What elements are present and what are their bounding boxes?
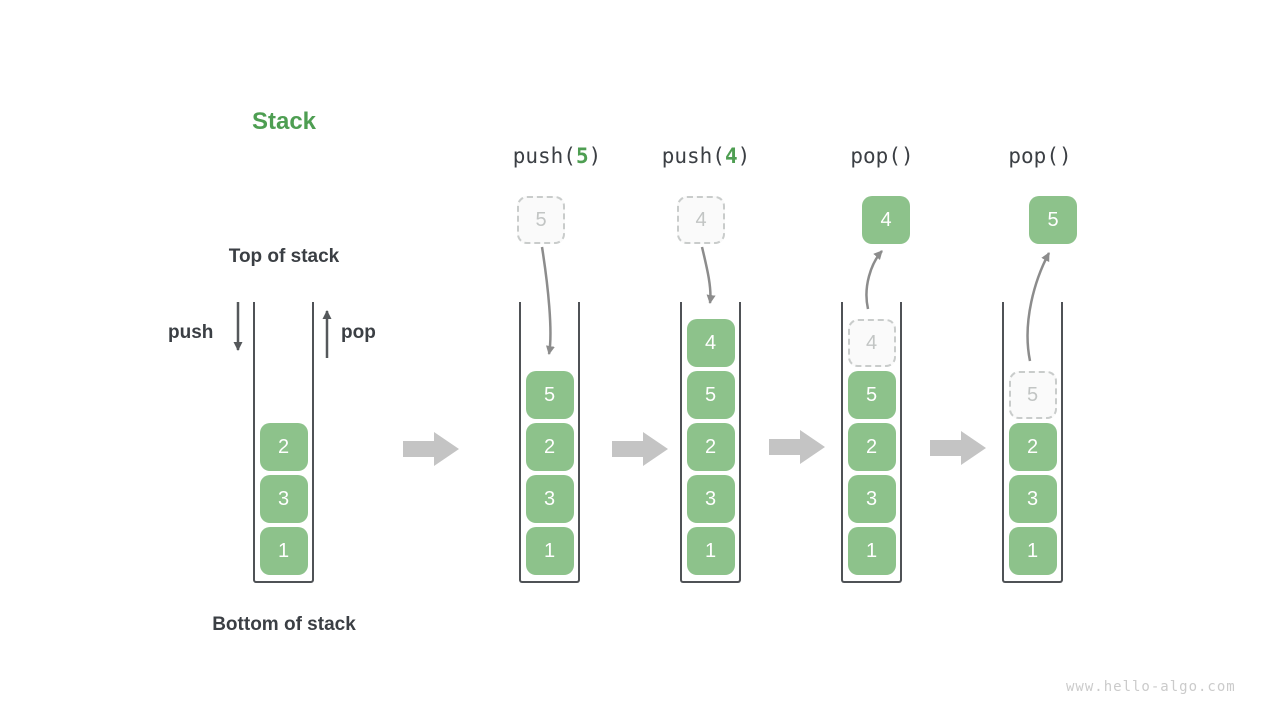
stack-cell: 2 xyxy=(847,423,896,471)
operation-name: push( xyxy=(512,144,576,168)
diagram-title: Stack xyxy=(251,108,317,135)
stack-cell: 4 xyxy=(686,319,735,367)
operation-paren: ) xyxy=(588,144,602,168)
stack-cell: 3 xyxy=(847,475,896,523)
stack-cell: 5 xyxy=(525,371,574,419)
operation-label-push-4: push(4) xyxy=(662,144,751,168)
next-state-arrow-icon xyxy=(403,432,459,466)
stack-cell: 3 xyxy=(1008,475,1057,523)
stack-cell: 3 xyxy=(525,475,574,523)
operation-name: pop() xyxy=(1008,144,1072,168)
stack-cell: 3 xyxy=(259,475,308,523)
stack-container-initial-stack xyxy=(253,302,314,583)
operand-box: 5 xyxy=(517,196,565,244)
operation-name: push( xyxy=(661,144,725,168)
stack-cell: 2 xyxy=(525,423,574,471)
operand-box: 4 xyxy=(677,196,725,244)
operation-name: pop() xyxy=(850,144,914,168)
stack-cell: 1 xyxy=(686,527,735,575)
stack-container-push-4 xyxy=(680,302,741,583)
stack-cell: 5 xyxy=(847,371,896,419)
stack-cell: 5 xyxy=(686,371,735,419)
operand-box: 5 xyxy=(1029,196,1077,244)
next-state-arrow-icon xyxy=(612,432,668,466)
stack-cell: 1 xyxy=(525,527,574,575)
operation-label-push-5: push(5) xyxy=(513,144,602,168)
bottom-of-stack-label: Bottom of stack xyxy=(212,614,356,635)
next-state-arrow-icon xyxy=(769,430,825,464)
operation-label-pop-5: pop() xyxy=(1008,144,1071,168)
stack-container-pop-5 xyxy=(1002,302,1063,583)
stack-cell: 2 xyxy=(259,423,308,471)
operand-box: 4 xyxy=(862,196,910,244)
stack-cell: 2 xyxy=(686,423,735,471)
operation-paren: ) xyxy=(737,144,751,168)
top-of-stack-label: Top of stack xyxy=(228,246,340,267)
stack-cell: 4 xyxy=(847,319,896,367)
pop-label: pop xyxy=(341,322,376,343)
push-curve-arrow-icon xyxy=(700,246,716,304)
stack-cell: 2 xyxy=(1008,423,1057,471)
operation-argument: 5 xyxy=(575,144,589,168)
operation-label-pop-4: pop() xyxy=(850,144,913,168)
operation-argument: 4 xyxy=(724,144,738,168)
next-state-arrow-icon xyxy=(930,431,986,465)
stack-cell: 1 xyxy=(847,527,896,575)
stack-cell: 1 xyxy=(1008,527,1057,575)
push-label: push xyxy=(168,322,214,343)
stack-container-push-5 xyxy=(519,302,580,583)
stack-container-pop-4 xyxy=(841,302,902,583)
pop-curve-arrow-icon xyxy=(865,250,883,310)
stack-cell: 5 xyxy=(1008,371,1057,419)
stack-cell: 3 xyxy=(686,475,735,523)
stack-cell: 1 xyxy=(259,527,308,575)
watermark: www.hello-algo.com xyxy=(1066,679,1236,695)
